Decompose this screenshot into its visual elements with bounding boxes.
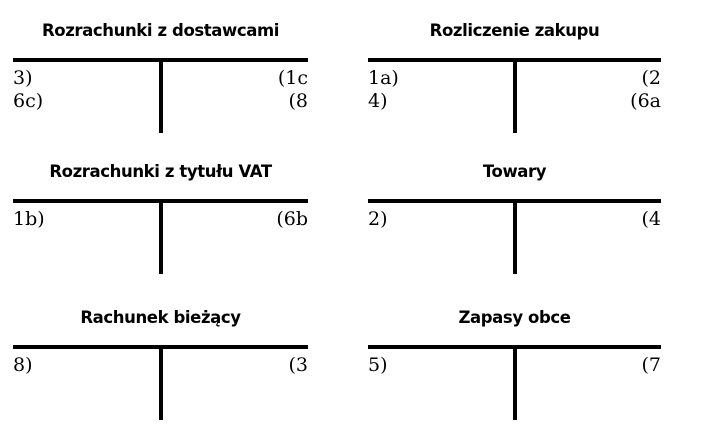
t-account-frame: 8) (3 — [13, 345, 308, 421]
t-account-frame: 5) (7 — [368, 345, 661, 421]
t-account-frame: 2) (4 — [368, 199, 661, 275]
t-account-vertical-line — [512, 203, 517, 274]
t-account-rozrachunki-z-tytulu-vat: Rozrachunki z tytułu VAT 1b) (6b — [13, 141, 308, 287]
account-title: Rozliczenie zakupu — [429, 21, 600, 40]
account-title: Rozrachunki z dostawcami — [41, 21, 280, 40]
t-account-vertical-line — [158, 203, 163, 274]
debit-entry: 8) — [13, 354, 33, 376]
debit-entry: 2) — [368, 208, 388, 230]
t-account-frame: 3) 6c) (1c (8 — [13, 58, 308, 134]
credit-entry: (4 — [641, 208, 661, 230]
t-account-zapasy-obce: Zapasy obce 5) (7 — [368, 287, 661, 431]
credit-entry: (2 — [641, 67, 661, 89]
credit-entry: (6a — [630, 90, 661, 112]
debit-entries: 2) — [368, 208, 388, 231]
credit-entries: (2 (6a — [630, 67, 661, 113]
debit-entries: 1a) 4) — [368, 67, 399, 113]
debit-entry: 4) — [368, 90, 388, 112]
credit-entries: (7 — [641, 354, 661, 377]
debit-entry: 6c) — [13, 90, 44, 112]
t-account-rachunek-biezacy: Rachunek bieżący 8) (3 — [13, 287, 308, 431]
t-account-towary: Towary 2) (4 — [368, 141, 661, 287]
account-title: Rozrachunki z tytułu VAT — [49, 162, 272, 181]
t-account-vertical-line — [512, 349, 517, 420]
t-account-frame: 1b) (6b — [13, 199, 308, 275]
t-account-vertical-line — [158, 62, 163, 133]
t-account-vertical-line — [512, 62, 517, 133]
credit-entry: (3 — [288, 354, 308, 376]
credit-entries: (6b — [276, 208, 308, 231]
credit-entry: (8 — [288, 90, 308, 112]
t-account-vertical-line — [158, 349, 163, 420]
debit-entries: 5) — [368, 354, 388, 377]
debit-entries: 3) 6c) — [13, 67, 43, 113]
debit-entry: 3) — [13, 67, 33, 89]
debit-entries: 8) — [13, 354, 33, 377]
credit-entries: (3 — [288, 354, 308, 377]
debit-entries: 1b) — [13, 208, 45, 231]
t-account-frame: 1a) 4) (2 (6a — [368, 58, 661, 134]
debit-entry: 1a) — [368, 67, 399, 89]
debit-entry: 5) — [368, 354, 388, 376]
credit-entry: (7 — [641, 354, 661, 376]
debit-entry: 1b) — [13, 208, 45, 230]
account-title: Towary — [482, 162, 547, 181]
credit-entries: (1c (8 — [278, 67, 308, 113]
credit-entries: (4 — [641, 208, 661, 231]
t-account-rozliczenie-zakupu: Rozliczenie zakupu 1a) 4) (2 (6a — [368, 0, 661, 141]
t-account-rozrachunki-z-dostawcami: Rozrachunki z dostawcami 3) 6c) (1c (8 — [13, 0, 308, 141]
account-title: Zapasy obce — [458, 308, 571, 327]
credit-entry: (6b — [276, 208, 308, 230]
credit-entry: (1c — [277, 67, 308, 89]
account-title: Rachunek bieżący — [80, 308, 241, 327]
